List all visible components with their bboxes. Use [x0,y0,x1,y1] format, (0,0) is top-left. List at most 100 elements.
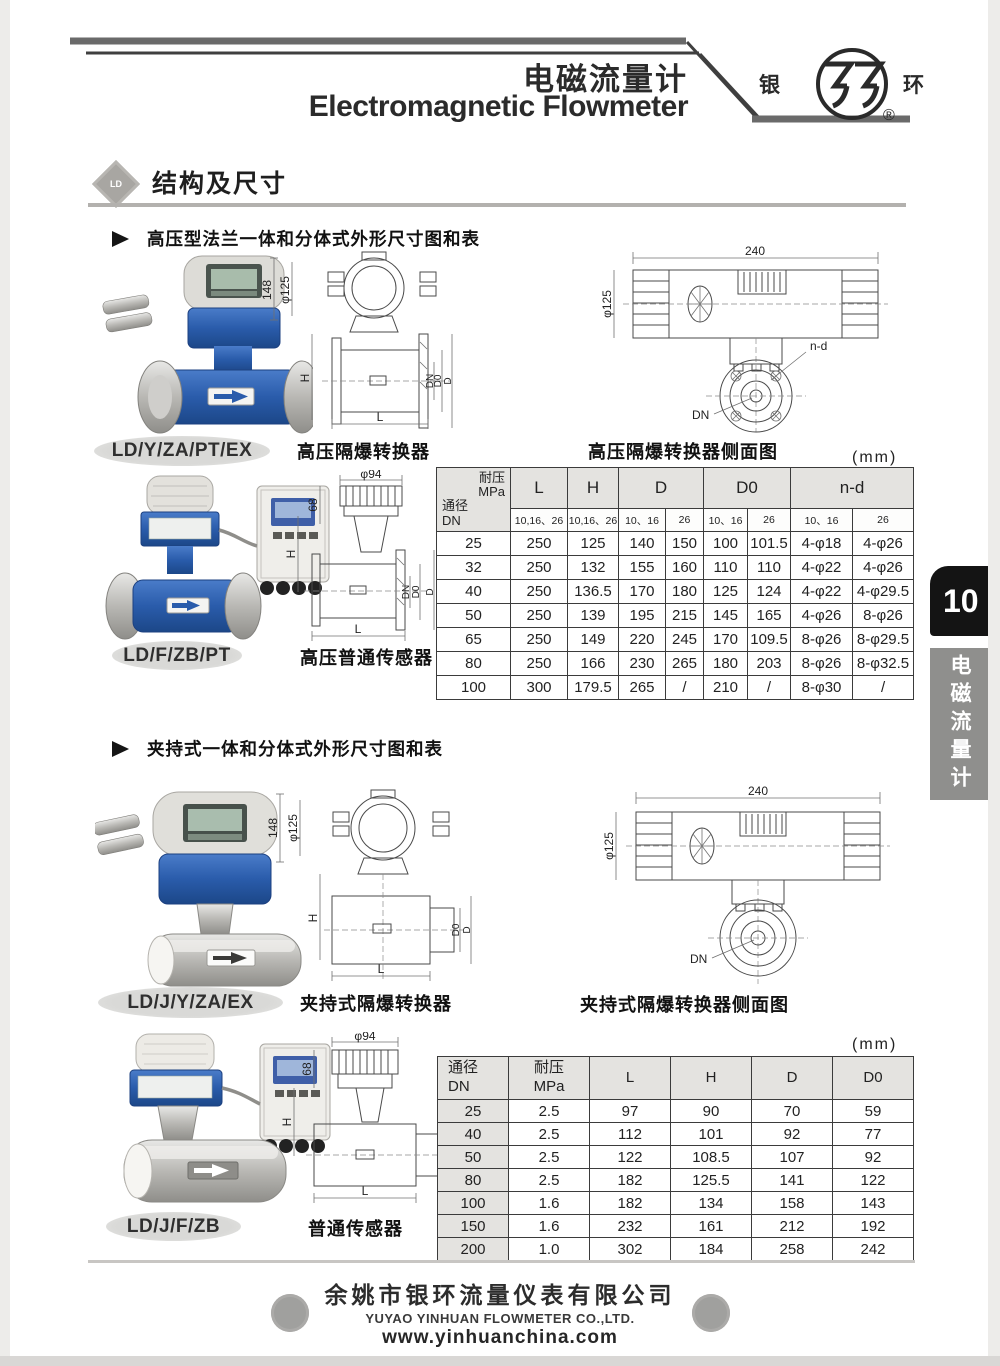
footer-divider [88,1260,915,1263]
table-cell: 107 [751,1145,833,1169]
footer-seal-left [270,1293,309,1332]
converter-cap [146,475,214,515]
flow-arrow-icon [172,600,200,611]
table-cell: 250 [510,531,568,556]
dim-DN-side: DN [692,408,709,422]
yinhuan-logo: 银 环 ® [759,48,924,124]
chapter-label-tab: 电磁流量计 [930,648,988,800]
table-cell: 141 [751,1168,833,1192]
table-cell: / [746,675,792,700]
subsection1-title: 高压型法兰一体和分体式外形尺寸图和表 [147,229,480,249]
table-cell: 112 [589,1122,671,1146]
dim-nd: n-d [810,339,827,353]
logo-glyph-left-icon [825,61,856,109]
section-badge-label: LD [110,179,122,189]
caption-hp-sensor: 高压普通传感器 [300,648,433,668]
sub-header-cell: 10、16 [618,508,666,532]
table-cell: 25 [437,1099,509,1123]
section-title: 结构及尺寸 [152,170,288,198]
sub-header-cell: 10、16 [703,508,748,532]
flange-right [283,360,313,434]
table-cell: 150 [437,1214,509,1238]
table-cell: 136.5 [567,579,619,604]
cable-glands [102,294,153,333]
sub-header-cell: 26 [665,508,704,532]
table-cell: 90 [670,1099,752,1123]
table-cell: 220 [618,627,666,652]
footer-seal-right [691,1293,730,1332]
dim-phi94: φ94 [354,1032,375,1043]
col-header-nd: n-d [790,467,915,509]
col-header-L: L [510,467,568,509]
dim-68: 68 [306,498,320,512]
converter-cap [135,1033,215,1073]
product-photo-integrated-flanged [102,255,313,434]
product-photo-split-clamp [123,1033,331,1203]
table-cell: 140 [618,531,666,556]
dim-L: L [355,622,362,636]
chapter-number: 10 [943,582,979,619]
table-cell: 134 [670,1191,752,1215]
column-header: H [670,1056,752,1100]
table-cell: 2.5 [508,1122,590,1146]
table-cell: 92 [832,1145,914,1169]
flange-left-face [148,375,172,419]
dim-H: H [298,374,312,383]
page-edge-left [0,0,10,1366]
chapter-label: 电磁流量计 [948,654,971,794]
signal-cable [218,528,258,548]
nameplate [148,517,212,540]
flow-arrow-icon [194,1164,229,1177]
table-cell: 4-φ26 [852,531,915,556]
tube-highlight [132,1146,278,1159]
converter-body [158,853,272,905]
table-cell: 40 [437,1122,509,1146]
logo-ring-icon [816,48,888,120]
col-header-H: H [567,467,619,509]
logo-left-char: 银 [759,74,781,97]
page-edge-right [988,0,1000,1366]
dim-D: D [425,588,436,595]
table-cell: 124 [746,579,792,604]
table-cell: 101 [670,1122,752,1146]
drawing-hp-converter-front: 148 φ125 H DN D0 D L [262,251,454,429]
caption-clamp-converter: 夹持式隔爆转换器 [300,994,452,1014]
section-divider [88,203,906,207]
table-cell: 170 [703,627,748,652]
table-cell: 110 [703,555,748,580]
table-cell: 122 [832,1168,914,1192]
table-cell: 2.5 [508,1099,590,1123]
converter-neck [157,1105,199,1141]
model-label-4: LD/J/F/ZB [106,1212,241,1241]
unit-mm-2: (mm) [852,1036,898,1053]
column-header: D [751,1056,833,1100]
table-cell: 8-φ29.5 [852,627,915,652]
table-cell: 192 [832,1214,914,1238]
dim-phi94: φ94 [360,470,381,481]
header-decoration [70,37,910,123]
subsection2-title: 夹持式一体和分体式外形尺寸图和表 [147,739,443,759]
button-row [188,834,242,840]
box-lcd [277,1060,313,1076]
dim-DN: DN [401,585,412,599]
table-cell: 165 [746,603,792,628]
table-cell: 195 [618,603,666,628]
dim-L: L [362,1184,369,1198]
table-cell: 149 [567,627,619,652]
table-cell: 300 [510,675,568,700]
flow-arrow-icon [214,390,248,403]
caption-hp-converter-side: 高压隔爆转换器侧面图 [588,442,778,462]
dim-H: H [280,1118,294,1127]
dim-phi125: φ125 [286,814,300,842]
page-edge-bottom [0,1356,1000,1366]
table-cell: 265 [618,675,666,700]
dim-D0: D0 [433,374,444,387]
converter-neck [167,546,193,574]
table-cell: 92 [751,1122,833,1146]
